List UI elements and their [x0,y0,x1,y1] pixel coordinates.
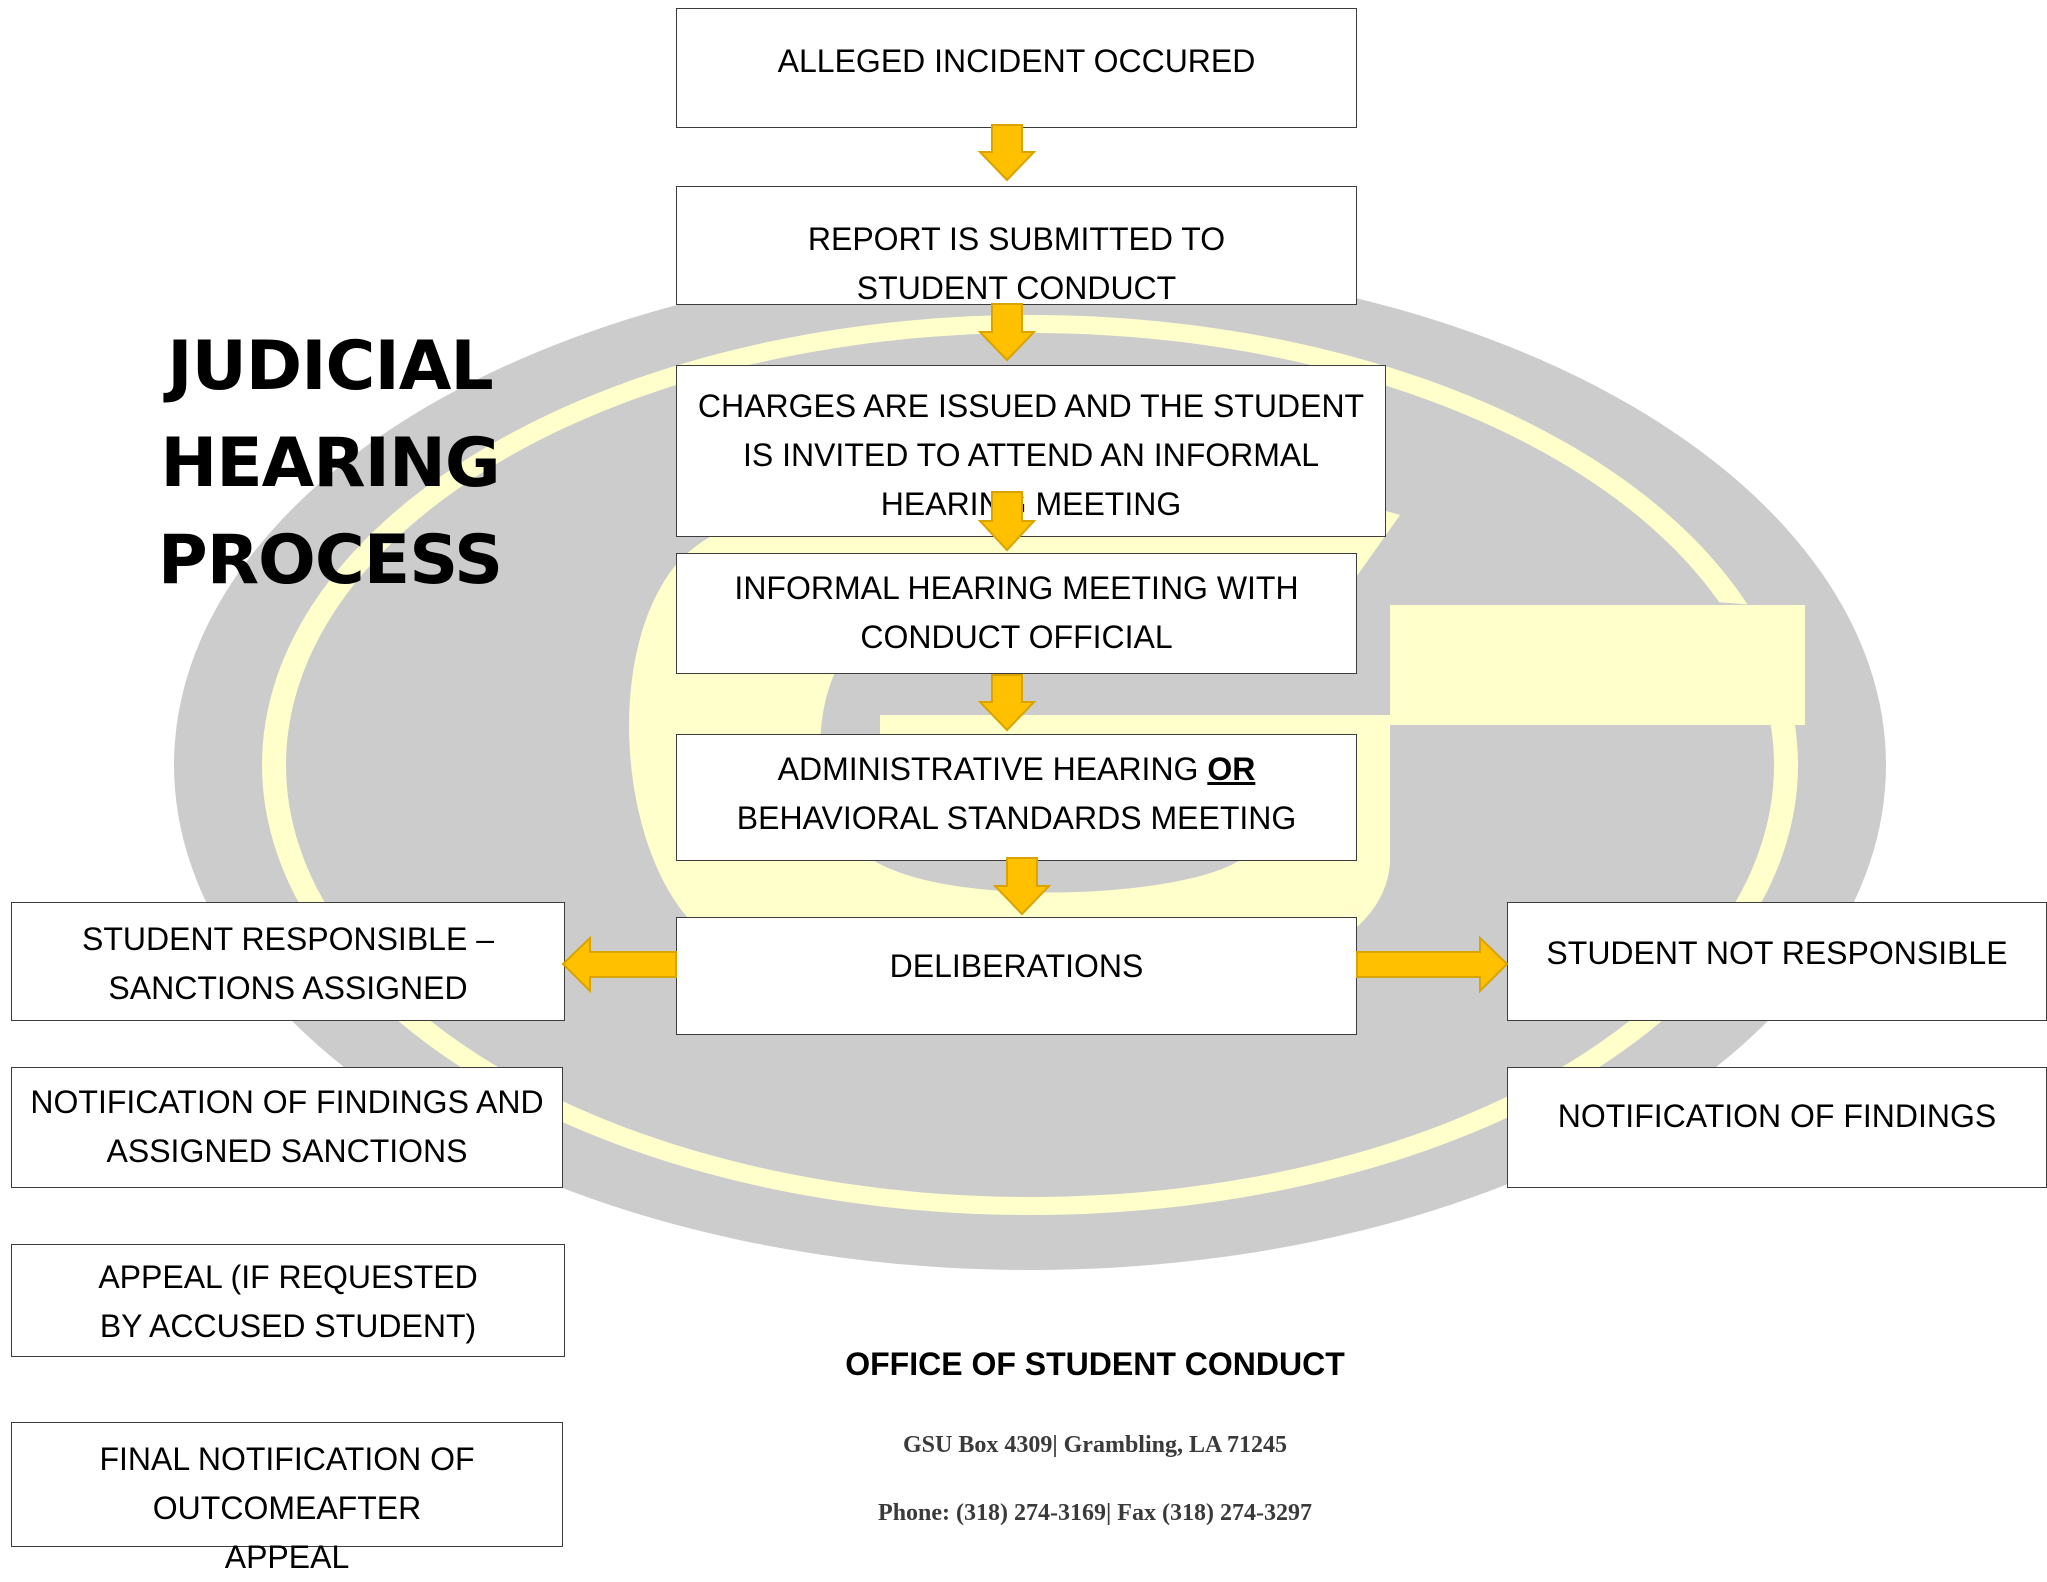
footer-phone-fax: Phone: (318) 274-3169| Fax (318) 274-329… [878,1500,1312,1526]
admin-hearing-text-2: BEHAVIORAL STANDARDS MEETING [736,800,1297,836]
step-administrative-hearing-label: ADMINISTRATIVE HEARING OR BEHAVIORAL STAN… [737,745,1297,843]
step-report-submitted-label: REPORT IS SUBMITTED TO STUDENT CONDUCT [807,221,1226,306]
footer-office-name: OFFICE OF STUDENT CONDUCT [845,1346,1345,1382]
right-student-not-responsible: STUDENT NOT RESPONSIBLE [1507,902,2047,1021]
step-informal-hearing-label: INFORMAL HEARING MEETING WITH CONDUCT OF… [734,570,1299,655]
left-appeal-label: APPEAL (IF REQUESTED BY ACCUSED STUDENT) [98,1259,478,1344]
step-alleged-incident: ALLEGED INCIDENT OCCURED [676,8,1357,128]
page-title: JUDICIAL HEARING PROCESS [30,318,630,609]
footer-address: GSU Box 4309| Grambling, LA 71245 [903,1432,1287,1458]
left-final-notification: FINAL NOTIFICATION OF OUTCOMEAFTER APPEA… [11,1422,563,1575]
right-not-responsible-label: STUDENT NOT RESPONSIBLE [1546,935,2008,971]
title-line-1: JUDICIAL HEARING [160,327,500,503]
step-administrative-hearing: ADMINISTRATIVE HEARING OR BEHAVIORAL STAN… [676,734,1357,861]
left-notification-label: NOTIFICATION OF FINDINGS AND ASSIGNED SA… [30,1084,544,1169]
left-student-responsible-label: STUDENT RESPONSIBLE – SANCTIONS ASSIGNED [82,921,494,1006]
left-notification-findings-sanctions: NOTIFICATION OF FINDINGS AND ASSIGNED SA… [11,1067,563,1188]
step-informal-hearing: INFORMAL HEARING MEETING WITH CONDUCT OF… [676,553,1357,674]
admin-hearing-text-1: ADMINISTRATIVE HEARING [777,751,1208,787]
step-charges-issued-label: CHARGES ARE ISSUED AND THE STUDENT IS IN… [697,388,1365,522]
left-student-responsible: STUDENT RESPONSIBLE – SANCTIONS ASSIGNED [11,902,565,1021]
right-notification-findings: NOTIFICATION OF FINDINGS [1507,1067,2047,1188]
step-deliberations: DELIBERATIONS [676,917,1357,1035]
step-alleged-incident-label: ALLEGED INCIDENT OCCURED [777,43,1256,79]
step-charges-issued: CHARGES ARE ISSUED AND THE STUDENT IS IN… [676,365,1386,537]
left-final-notification-label: FINAL NOTIFICATION OF OUTCOMEAFTER APPEA… [99,1441,475,1575]
title-line-2: PROCESS [157,521,503,600]
step-report-submitted: REPORT IS SUBMITTED TO STUDENT CONDUCT [676,186,1357,306]
admin-hearing-or: OR [1207,751,1256,787]
right-notification-label: NOTIFICATION OF FINDINGS [1557,1098,1997,1134]
left-appeal: APPEAL (IF REQUESTED BY ACCUSED STUDENT) [11,1244,565,1357]
step-deliberations-label: DELIBERATIONS [889,948,1144,984]
